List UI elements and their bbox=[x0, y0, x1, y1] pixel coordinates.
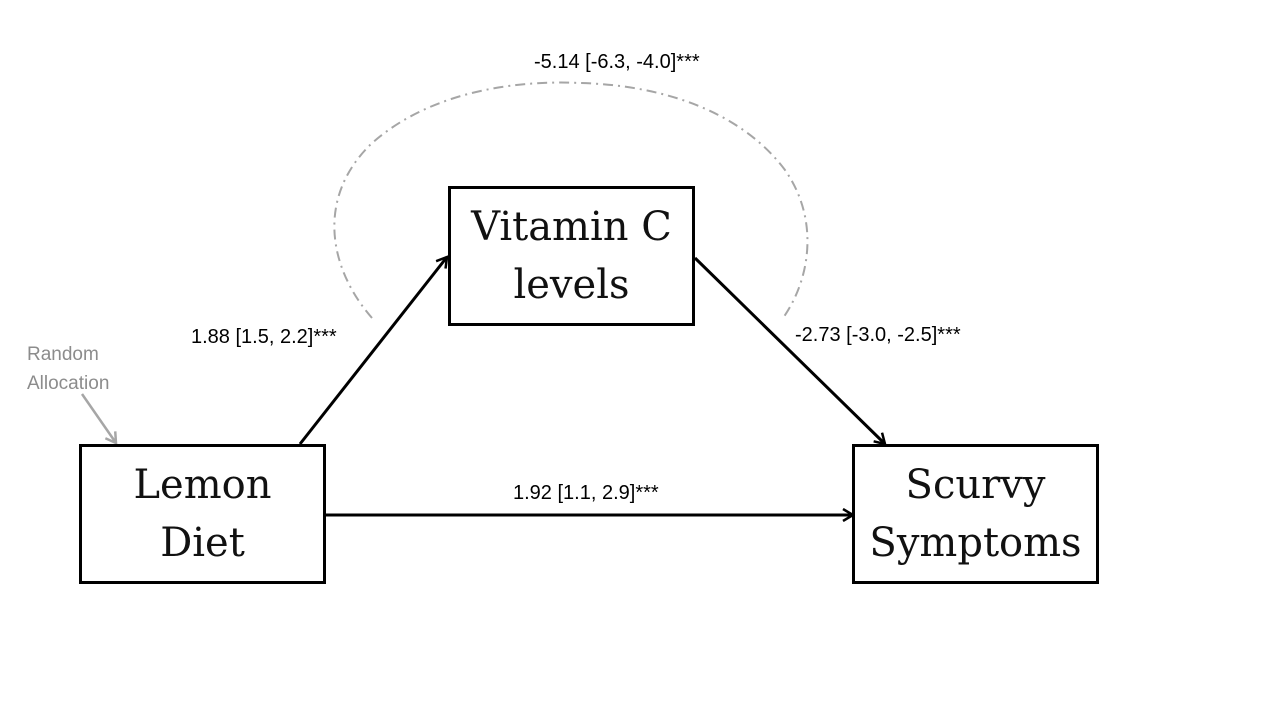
indirect-effect-label: -5.14 [-6.3, -4.0]*** bbox=[534, 51, 700, 73]
random-allocation-arrow bbox=[80, 393, 116, 443]
node-scurvy-line1: Scurvy bbox=[905, 462, 1046, 508]
random-allocation-line2: Allocation bbox=[27, 373, 110, 394]
a-path-arrow bbox=[298, 257, 447, 445]
b-path-label: -2.73 [-3.0, -2.5]*** bbox=[795, 324, 961, 346]
node-vitamin-c: Vitamin C levels bbox=[448, 186, 695, 326]
indirect-effect-curve bbox=[333, 81, 809, 319]
node-scurvy-symptoms: Scurvy Symptoms bbox=[852, 444, 1099, 584]
node-lemon-diet-line2: Diet bbox=[160, 520, 245, 566]
random-allocation-note: Random Allocation bbox=[27, 340, 109, 398]
direct-path-label: 1.92 [1.1, 2.9]*** bbox=[513, 482, 659, 504]
node-vitamin-c-line1: Vitamin C bbox=[471, 204, 672, 250]
a-path-label: 1.88 [1.5, 2.2]*** bbox=[191, 326, 337, 348]
b-path-arrow bbox=[693, 256, 885, 444]
random-allocation-line1: Random bbox=[27, 344, 99, 365]
node-vitamin-c-line2: levels bbox=[513, 262, 630, 308]
node-lemon-diet-line1: Lemon bbox=[133, 462, 272, 508]
node-scurvy-line2: Symptoms bbox=[869, 520, 1082, 566]
node-lemon-diet: Lemon Diet bbox=[79, 444, 326, 584]
